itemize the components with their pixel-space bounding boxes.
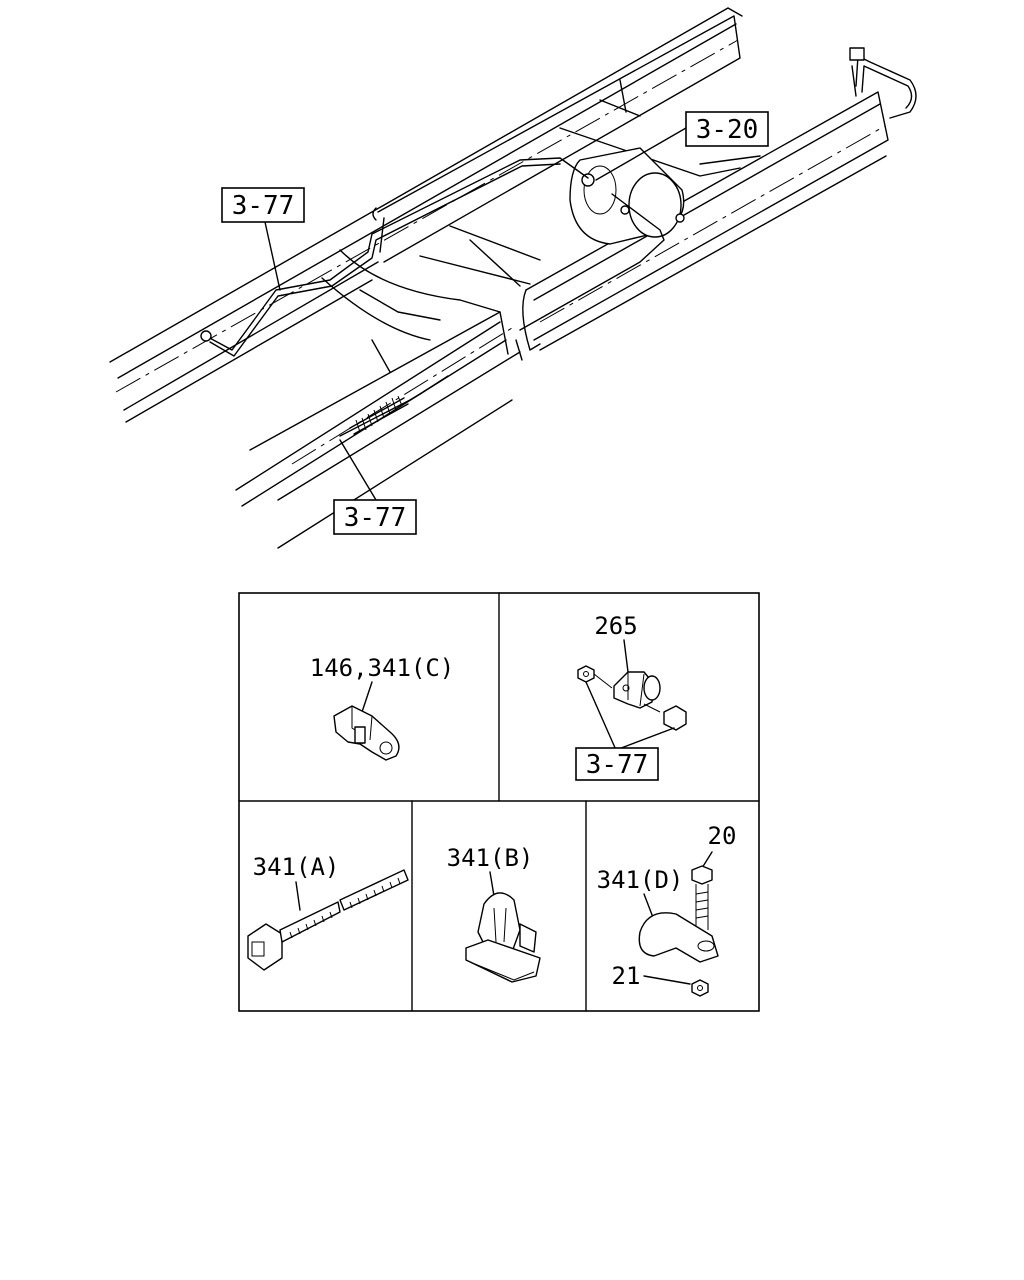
push-clip-icon (465, 892, 541, 983)
flange-bolt-icon (691, 865, 713, 930)
cable-tie-icon (247, 869, 409, 971)
callout-tank-label: 3-20 (696, 115, 759, 145)
p-clamp-icon (638, 912, 719, 963)
chassis-frame-view: 3-77 3-20 3-77 (109, 7, 917, 549)
tie-a-label: 341(A) (253, 853, 340, 881)
bolt-number-label: 20 (708, 822, 737, 850)
bracket-label: 265 (594, 612, 637, 640)
crossmembers (321, 79, 761, 373)
pipe-clip-c-icon (333, 705, 400, 761)
callout-frame-bottom: 3-77 (333, 439, 417, 535)
callout-frame-bottom-label: 3-77 (344, 503, 407, 533)
brake-pipes (200, 47, 917, 357)
bolt-icon (643, 703, 687, 731)
callout-frame-left-label: 3-77 (232, 191, 295, 221)
clip-b-label: 341(B) (447, 844, 534, 872)
nut-icon (577, 665, 595, 683)
callout-frame-left: 3-77 (221, 187, 305, 291)
air-tank (569, 147, 685, 245)
panel-clip-c: 146,341(C) (310, 654, 455, 761)
clamp-d-label: 341(D) (597, 866, 684, 894)
panel-tie-a: 341(A) (247, 853, 409, 971)
bracket-ref-label: 3-77 (586, 750, 649, 780)
brake-cable (339, 375, 449, 437)
clip-c-label: 146,341(C) (310, 654, 455, 682)
panel-bracket: 265 3-77 (575, 612, 687, 781)
nut-number-label: 21 (612, 962, 641, 990)
flange-nut-icon (691, 979, 709, 997)
callout-tank: 3-20 (595, 111, 769, 181)
panel-clamp-d: 341(D) 20 21 (597, 822, 737, 997)
bracket-icon (613, 671, 661, 709)
panel-clip-b: 341(B) (447, 844, 541, 983)
